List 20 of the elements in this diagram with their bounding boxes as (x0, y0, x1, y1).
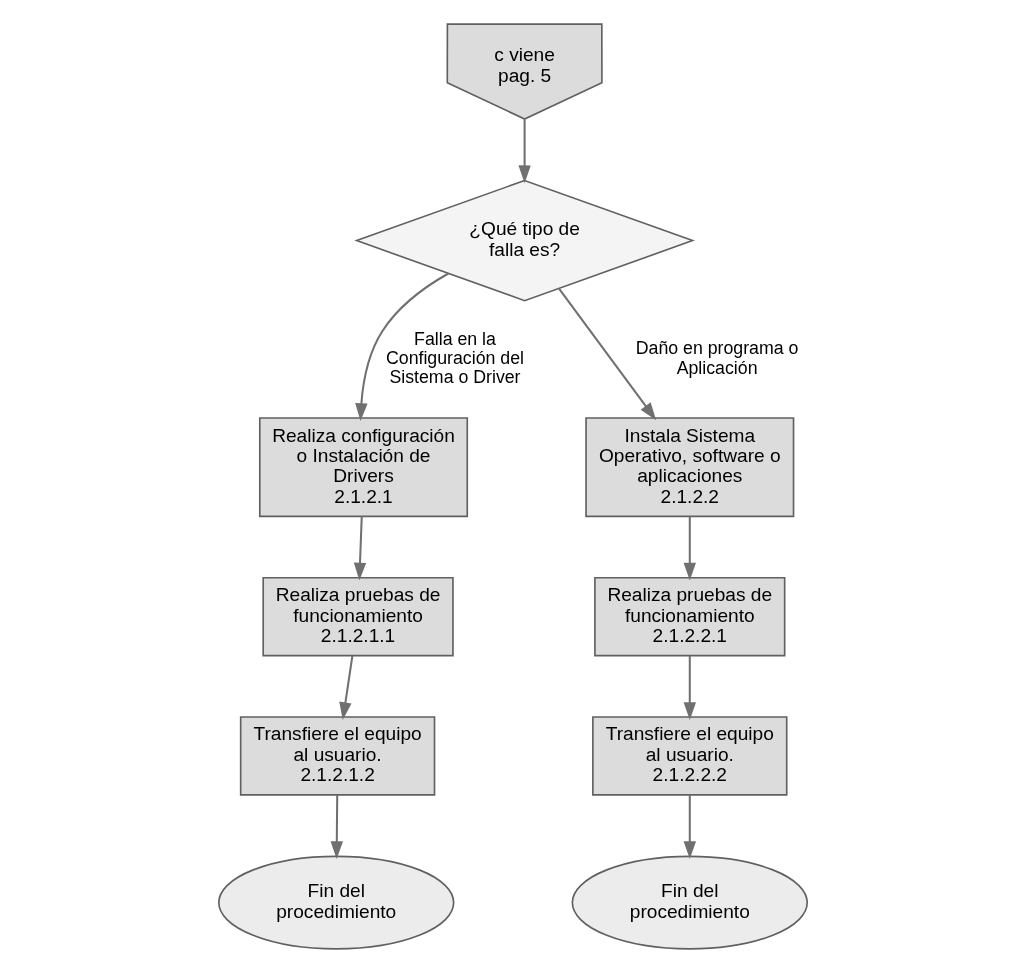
node-ellipse: Fin del procedimiento (217, 855, 454, 950)
arrow (683, 516, 696, 581)
node-diamond: ¿Qué tipo de falla es? (353, 179, 695, 302)
node-box: Realiza pruebas de funcionamiento 2.1.2.2.1 (593, 576, 785, 657)
arrow (557, 288, 656, 421)
node-box: Realiza configuración o Instalación de Drivers 2.1.2.1 (258, 417, 468, 518)
arrow (683, 795, 696, 860)
arrow (683, 655, 696, 721)
node-box: Instala Sistema Operativo, software o aplicaciones 2.1.2.2 (584, 417, 794, 518)
node-box: Transfiere el equipo al usuario. 2.1.2.2.2 (591, 716, 788, 796)
node-box: Transfiere el equipo al usuario. 2.1.2.1.2 (239, 716, 435, 796)
arrow (353, 516, 366, 581)
edge-label: Daño en programa o Aplicación (635, 338, 798, 378)
node-box: Realiza pruebas de funcionamiento 2.1.2.1.1 (261, 576, 454, 657)
arrow (330, 795, 343, 860)
node-ellipse: Fin del procedimiento (571, 855, 808, 950)
edge-label: Falla en la Configuración del Sistema o Driver (385, 328, 524, 388)
arrow (354, 272, 449, 422)
arrow (517, 119, 531, 184)
arrow (338, 655, 353, 721)
